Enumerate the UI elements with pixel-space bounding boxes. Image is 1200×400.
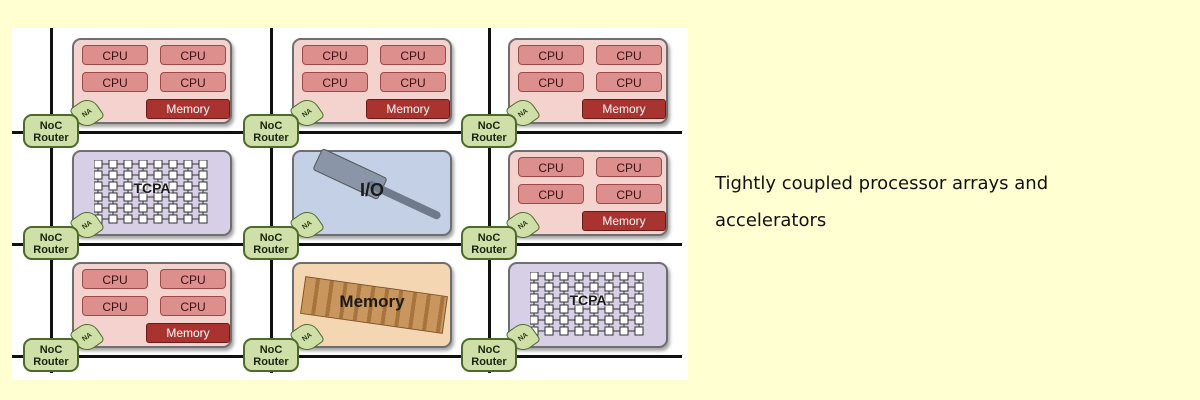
router-label-line1: NoC — [259, 344, 283, 356]
local-memory: Memory — [582, 99, 666, 119]
cpu-core: CPU — [380, 72, 446, 92]
cpu-core: CPU — [160, 296, 226, 316]
cpu-core: CPU — [518, 72, 584, 92]
io-label: I/O — [359, 180, 384, 200]
router-label-line2: Router — [253, 132, 289, 144]
local-memory: Memory — [146, 99, 230, 119]
cpu-core: CPU — [596, 72, 662, 92]
tile-tcpa: TCPA — [508, 262, 668, 348]
router-label-line2: Router — [471, 244, 507, 256]
noc-link-vertical — [50, 28, 53, 373]
noc-link-horizontal — [12, 243, 682, 246]
router-label-line2: Router — [471, 132, 507, 144]
cpu-core: CPU — [380, 45, 446, 65]
noc-link-horizontal — [12, 131, 682, 134]
local-memory: Memory — [582, 211, 666, 231]
noc-link-vertical — [488, 28, 491, 373]
noc-link-horizontal — [12, 355, 682, 358]
tcpa-label: TCPA — [569, 292, 607, 308]
cpu-core: CPU — [518, 184, 584, 204]
router-label-line1: NoC — [477, 344, 501, 356]
processor-array-grid — [94, 160, 208, 224]
cpu-core: CPU — [302, 72, 368, 92]
router-label-line1: NoC — [477, 232, 501, 244]
router-label-line1: NoC — [259, 120, 283, 132]
router-label-line2: Router — [33, 132, 69, 144]
tile-cpu: CPU CPU CPU CPU Memory — [72, 262, 232, 348]
cpu-core: CPU — [302, 45, 368, 65]
router-label-line2: Router — [253, 244, 289, 256]
router-label-line1: NoC — [39, 120, 63, 132]
local-memory: Memory — [146, 323, 230, 343]
cpu-core: CPU — [596, 184, 662, 204]
cpu-core: CPU — [82, 72, 148, 92]
cpu-core: CPU — [160, 269, 226, 289]
router-label-line1: NoC — [39, 344, 63, 356]
cpu-core: CPU — [82, 269, 148, 289]
processor-array-grid — [530, 272, 644, 336]
router-label-line2: Router — [33, 244, 69, 256]
cpu-core: CPU — [518, 45, 584, 65]
slide-caption: Tightly coupled processor arrays and acc… — [715, 173, 1049, 231]
router-label-line1: NoC — [39, 232, 63, 244]
cpu-core: CPU — [82, 296, 148, 316]
tile-cpu: CPU CPU CPU CPU Memory — [508, 150, 668, 236]
cpu-core: CPU — [160, 72, 226, 92]
tcpa-label: TCPA — [133, 180, 171, 196]
router-label-line1: NoC — [477, 120, 501, 132]
tile-cpu: CPU CPU CPU CPU Memory — [72, 38, 232, 124]
router-label-line1: NoC — [259, 232, 283, 244]
router-label-line2: Router — [253, 356, 289, 368]
cpu-core: CPU — [596, 45, 662, 65]
cpu-core: CPU — [82, 45, 148, 65]
local-memory: Memory — [366, 99, 450, 119]
noc-link-vertical — [270, 28, 273, 373]
cpu-core: CPU — [160, 45, 226, 65]
cpu-core: CPU — [596, 157, 662, 177]
memory-label: Memory — [339, 292, 405, 311]
router-label-line2: Router — [471, 356, 507, 368]
router-label-line2: Router — [33, 356, 69, 368]
cpu-core: CPU — [518, 157, 584, 177]
